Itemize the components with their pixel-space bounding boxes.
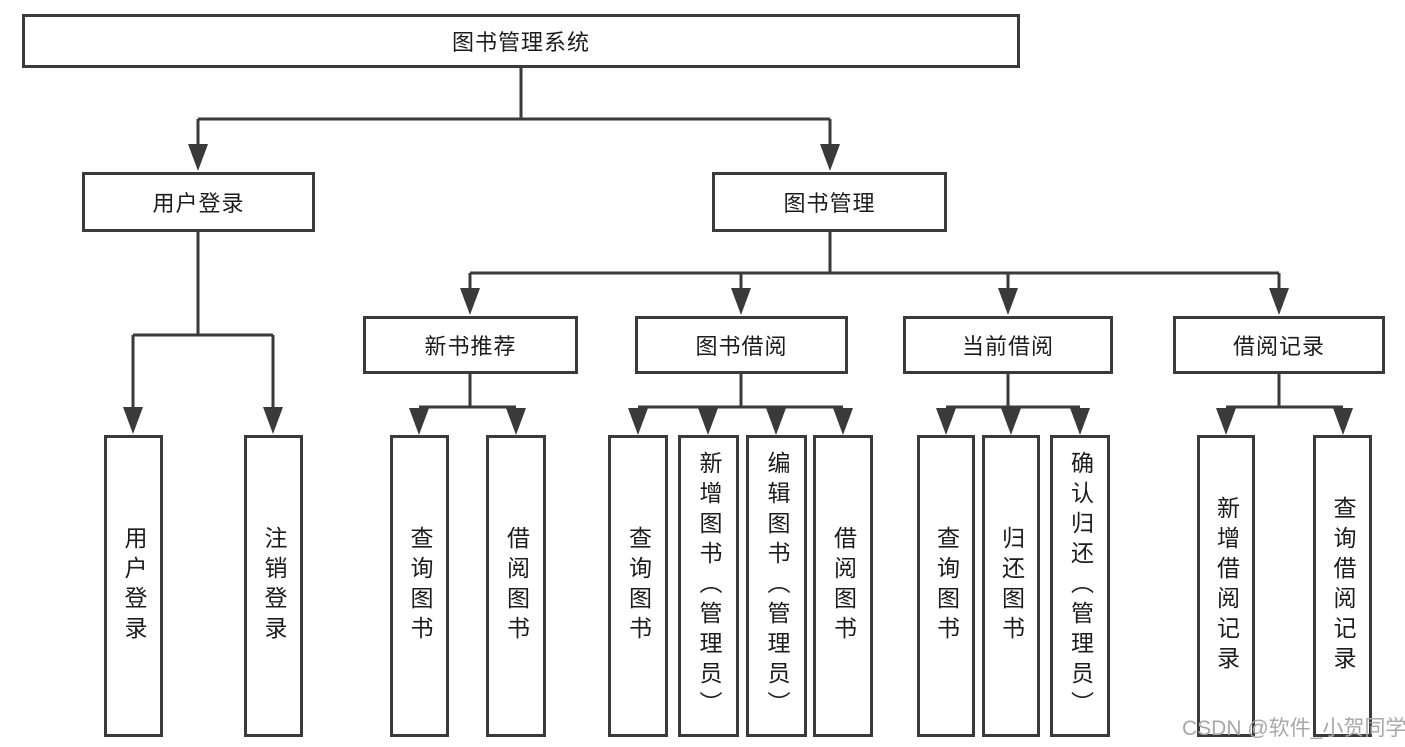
- node-book-management: 图书管理: [712, 172, 947, 232]
- leaf-nbr-query-books: 查询图书: [390, 435, 449, 737]
- node-book-borrowing: 图书借阅: [635, 316, 848, 374]
- leaf-nbr-borrow-books: 借阅图书: [486, 435, 546, 737]
- node-new-book-recommendation: 新书推荐: [363, 316, 578, 374]
- node-borrowing-records: 借阅记录: [1173, 316, 1385, 374]
- node-library-management-system: 图书管理系统: [22, 14, 1020, 68]
- leaf-cb-confirm-return-admin: 确认归还（管理员）: [1050, 435, 1110, 737]
- leaf-cb-return-books: 归还图书: [982, 435, 1040, 737]
- leaf-cb-query-books: 查询图书: [917, 435, 975, 737]
- leaf-bb-edit-books-admin: 编辑图书（管理员）: [746, 435, 807, 737]
- leaf-user-login: 用户登录: [104, 435, 163, 737]
- leaf-bb-borrow-books: 借阅图书: [813, 435, 873, 737]
- leaf-bb-add-books-admin: 新增图书（管理员）: [678, 435, 739, 737]
- leaf-bb-query-books: 查询图书: [608, 435, 668, 737]
- node-current-borrowing: 当前借阅: [903, 316, 1113, 374]
- leaf-br-query-record: 查询借阅记录: [1313, 435, 1372, 737]
- node-user-login: 用户登录: [82, 172, 315, 232]
- leaf-br-add-record: 新增借阅记录: [1197, 435, 1255, 737]
- leaf-logout: 注销登录: [244, 435, 303, 737]
- arrowheads: [123, 144, 1353, 435]
- watermark-text: CSDN @软件_小贺同学: [1182, 717, 1405, 740]
